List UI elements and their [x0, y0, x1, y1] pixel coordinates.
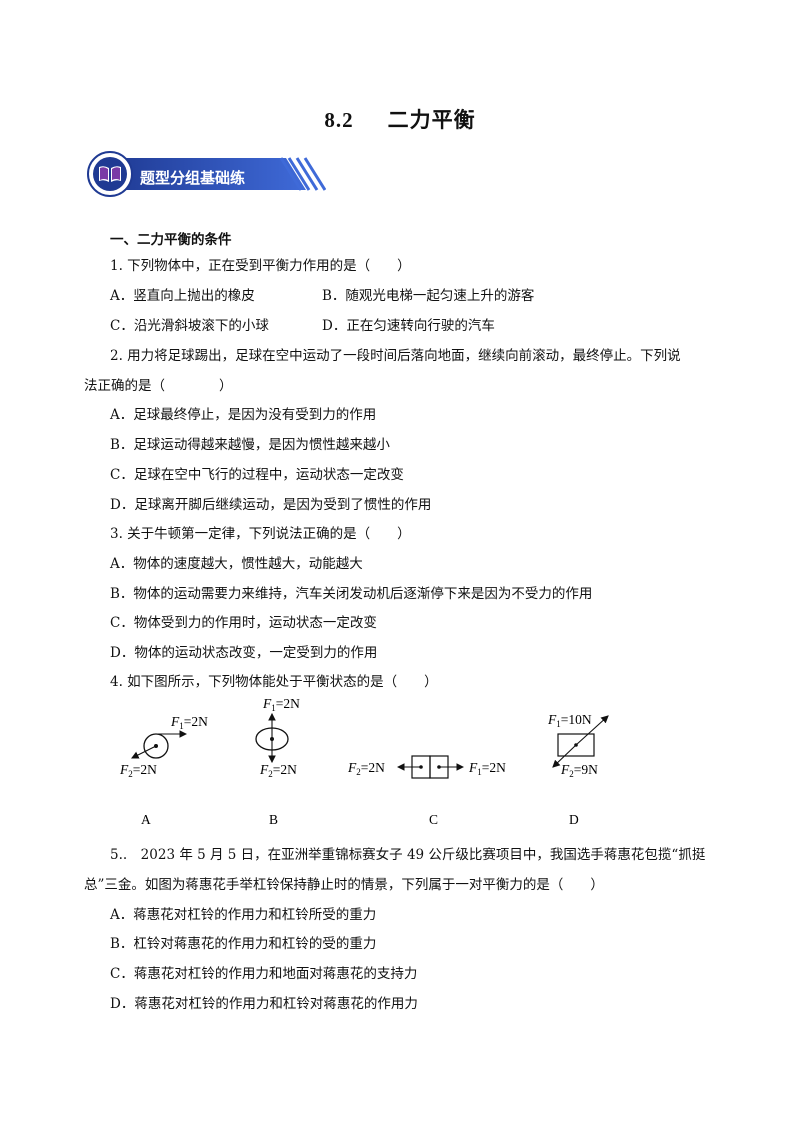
q1-option-d: D．正在匀速转向行驶的汽车: [322, 318, 495, 334]
fig-a-f1: F: [170, 714, 180, 729]
figure-d: F1=10N F2=9N D: [547, 712, 609, 827]
svg-text:F2=2N: F2=2N: [259, 762, 297, 779]
q1-stem: 1. 下列物体中，正在受到平衡力作用的是（ ）: [110, 258, 411, 274]
svg-text:F1=2N: F1=2N: [170, 714, 208, 731]
banner-label: 题型分组基础练: [140, 169, 246, 187]
svg-text:F2=2N: F2=2N: [119, 762, 157, 779]
q5-option-d: D．蒋惠花对杠铃的作用力和杠铃对蒋惠花的作用力: [110, 996, 418, 1012]
svg-text:F1=2N: F1=2N: [262, 696, 300, 713]
svg-text:F2=2N: F2=2N: [347, 760, 385, 777]
section-banner: [87, 151, 326, 197]
q5-stem-line1: 5.. 2023 年 5 月 5 日，在亚洲举重锦标赛女子 49 公斤级比赛项目…: [110, 847, 706, 863]
figure-b: F1=2N F2=2N B: [255, 696, 300, 827]
q2-option-a: A．足球最终停止，是因为没有受到力的作用: [110, 407, 377, 423]
fig-a-label: A: [141, 812, 151, 827]
q2-option-b: B．足球运动得越来越慢，是因为惯性越来越小: [110, 437, 390, 453]
q3-option-d: D．物体的运动状态改变，一定受到力的作用: [110, 645, 378, 661]
q3-option-c: C．物体受到力的作用时，运动状态一定改变: [110, 615, 377, 631]
fig-c-f2: F: [347, 760, 357, 775]
q2-stem-line1: 2. 用力将足球踢出，足球在空中运动了一段时间后落向地面，继续向前滚动，最终停止…: [110, 348, 681, 364]
fig-b-f1: F: [262, 696, 272, 711]
fig-d-f1: F: [547, 712, 557, 727]
q5-option-a: A．蒋惠花对杠铃的作用力和杠铃所受的重力: [110, 907, 377, 923]
q4-force-diagrams: F1=2N F2=2N A F1=2N F2=2N B F2=2N F1=2N …: [119, 696, 609, 827]
q3-option-b: B．物体的运动需要力来维持，汽车关闭发动机后逐渐停下来是因为不受力的作用: [110, 586, 593, 602]
page-title: 8.2 二力平衡: [0, 104, 800, 134]
q1-option-a: A．竖直向上抛出的橡皮: [110, 288, 255, 304]
book-icon: [99, 166, 121, 182]
q3-option-a: A．物体的速度越大，惯性越大，动能越大: [110, 556, 363, 572]
q2-stem-line2: 法正确的是（ ）: [84, 378, 233, 394]
svg-text:F2=9N: F2=9N: [560, 762, 598, 779]
fig-d-f2: F: [560, 762, 570, 777]
q5-option-c: C．蒋惠花对杠铃的作用力和地面对蒋惠花的支持力: [110, 966, 418, 982]
svg-text:F1=10N: F1=10N: [547, 712, 592, 729]
q2-option-c: C．足球在空中飞行的过程中，运动状态一定改变: [110, 467, 404, 483]
section-heading: 一、二力平衡的条件: [110, 232, 232, 248]
q5-option-b: B．杠铃对蒋惠花的作用力和杠铃的受的重力: [110, 936, 377, 952]
q1-option-b: B．随观光电梯一起匀速上升的游客: [322, 288, 535, 304]
q4-stem: 4. 如下图所示，下列物体能处于平衡状态的是（ ）: [110, 674, 438, 690]
q5-stem-line2: 总”三金。如图为蒋惠花手举杠铃保持静止时的情景，下列属于一对平衡力的是（ ）: [84, 877, 604, 893]
figure-a: F1=2N F2=2N A: [119, 714, 208, 827]
section-title: 二力平衡: [387, 108, 476, 132]
section-number: 8.2: [324, 108, 354, 132]
fig-c-f1: F: [468, 760, 478, 775]
figure-c: F2=2N F1=2N C: [347, 755, 506, 827]
fig-d-label: D: [569, 812, 579, 827]
fig-b-label: B: [269, 812, 278, 827]
fig-c-label: C: [429, 812, 438, 827]
q2-option-d: D．足球离开脚后继续运动，是因为受到了惯性的作用: [110, 497, 432, 513]
fig-a-f2: F: [119, 762, 129, 777]
q1-option-c: C．沿光滑斜坡滚下的小球: [110, 318, 269, 334]
fig-b-f2: F: [259, 762, 269, 777]
svg-text:F1=2N: F1=2N: [468, 760, 506, 777]
q3-stem: 3. 关于牛顿第一定律，下列说法正确的是（ ）: [110, 526, 411, 542]
